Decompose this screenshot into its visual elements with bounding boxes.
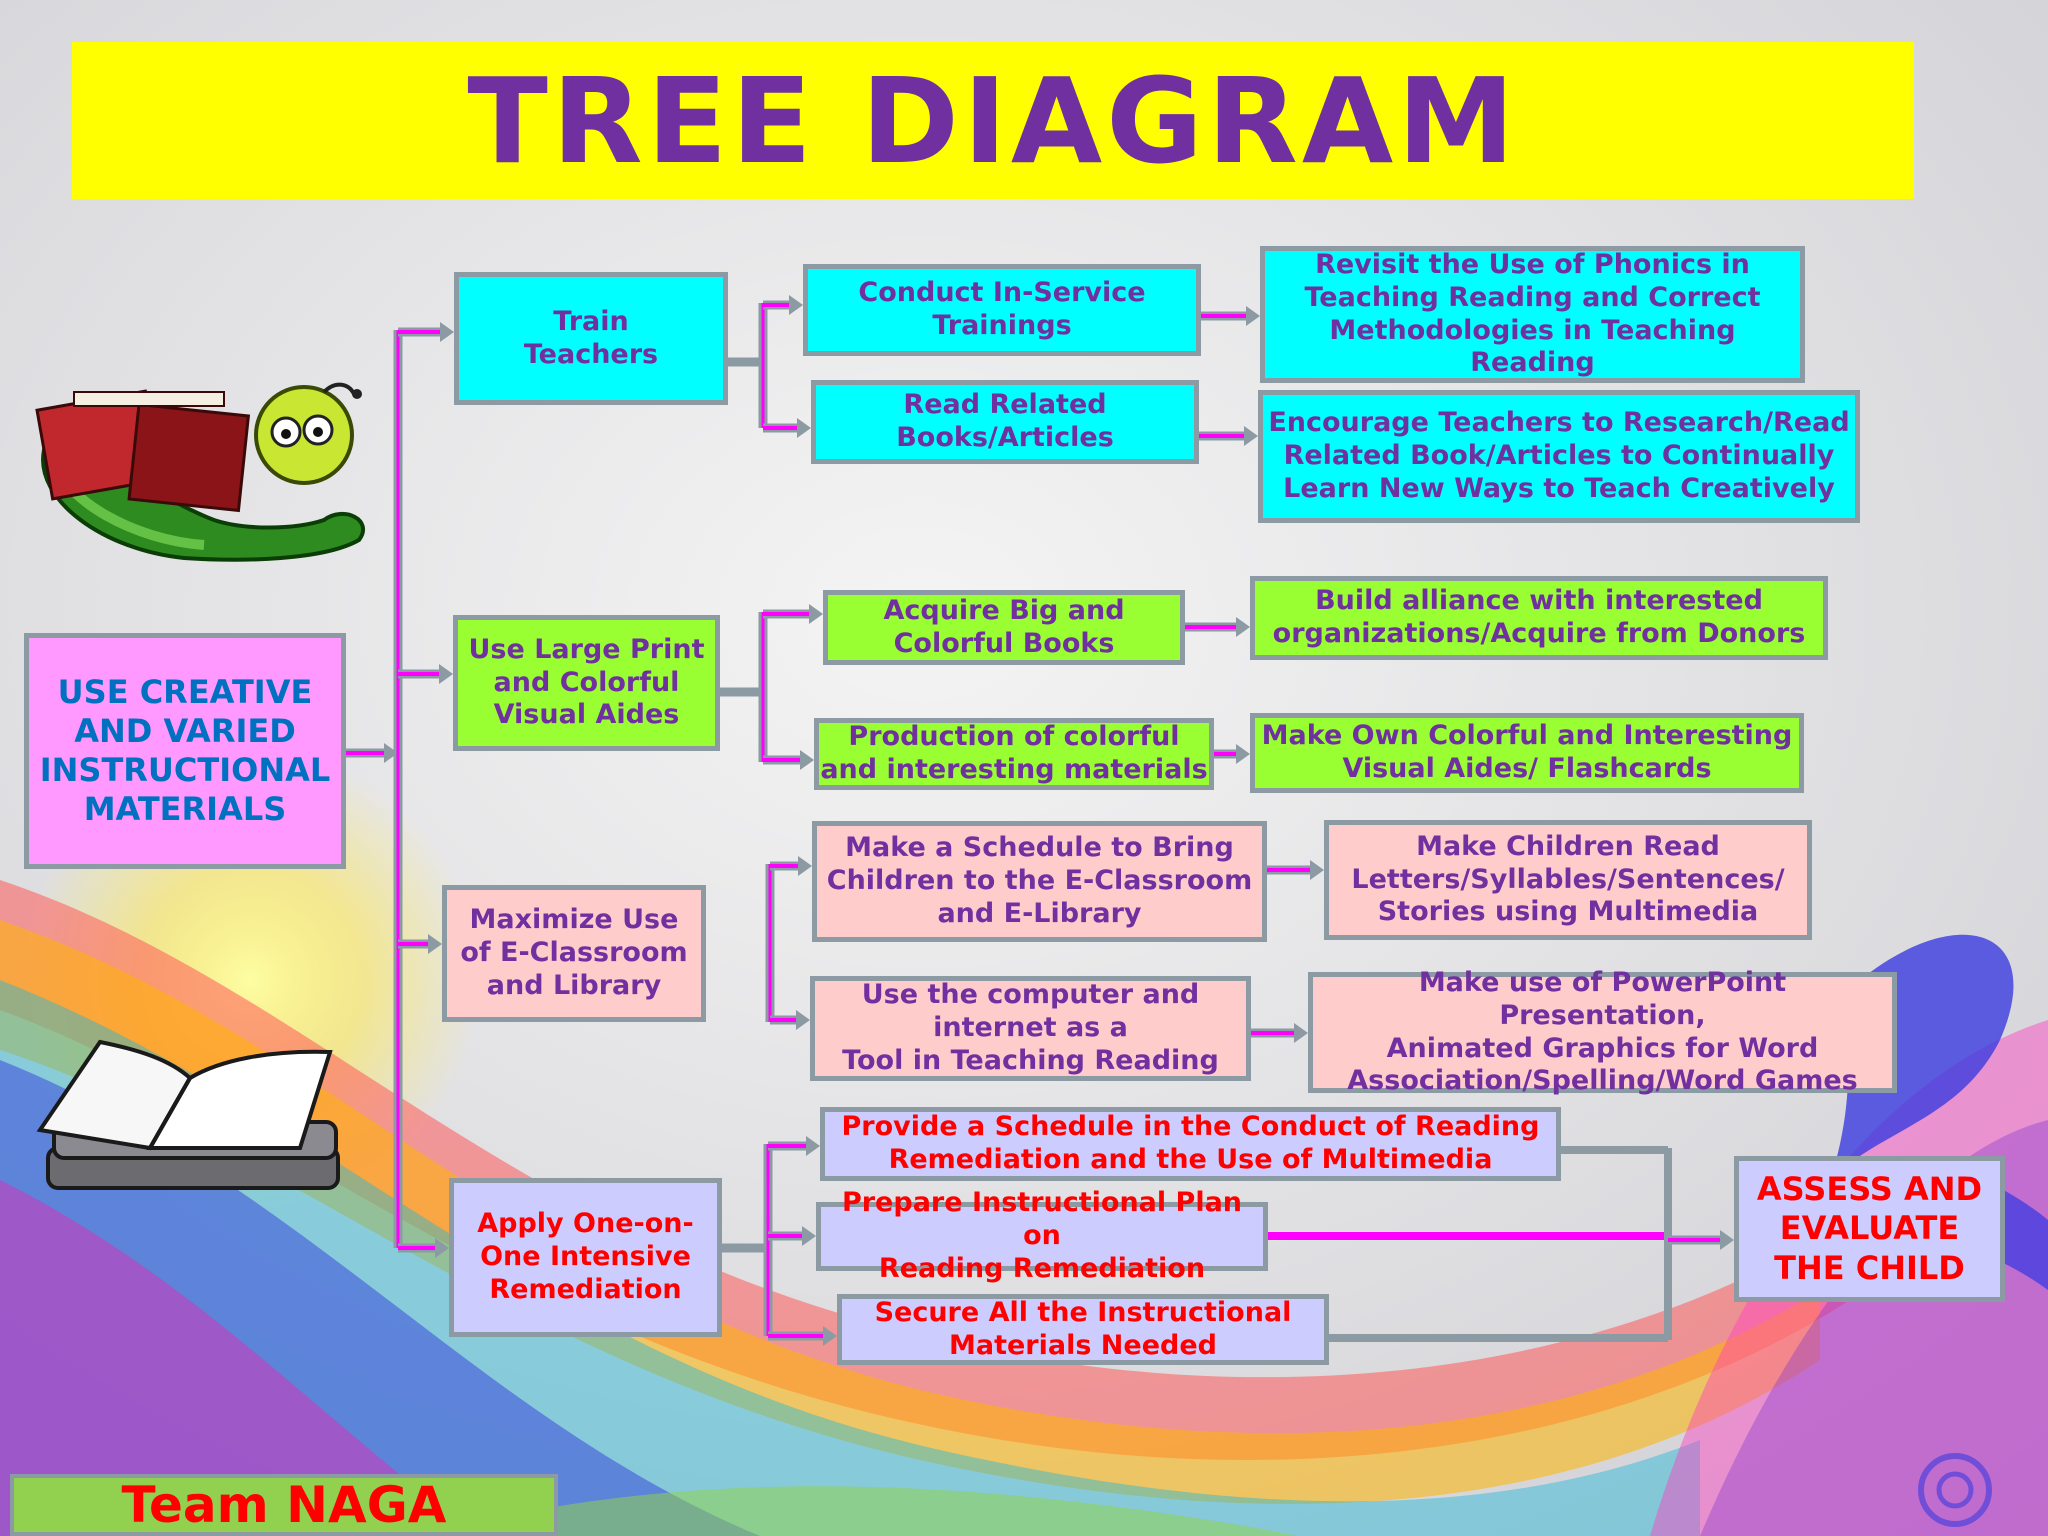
node-in-service: Conduct In-Service Trainings [803, 264, 1201, 356]
assess-evaluate-node: ASSESS AND EVALUATE THE CHILD [1734, 1156, 2005, 1302]
bookworm-reading-icon [35, 382, 366, 562]
title-banner: TREE DIAGRAM [72, 42, 1914, 199]
outcome-own-visual-aides: Make Own Colorful and Interesting Visual… [1250, 713, 1804, 793]
outcome-children-read: Make Children Read Letters/Syllables/Sen… [1324, 820, 1812, 940]
outcome-alliance: Build alliance with interested organizat… [1250, 576, 1828, 660]
branch-large-print: Use Large Print and Colorful Visual Aide… [453, 615, 720, 751]
team-label: Team NAGA [10, 1474, 558, 1536]
outcome-phonics: Revisit the Use of Phonics in Teaching R… [1260, 246, 1805, 383]
outcome-encourage-research: Encourage Teachers to Research/Read Rela… [1258, 390, 1860, 523]
page-title: TREE DIAGRAM [467, 51, 1519, 190]
node-secure-materials: Secure All the Instructional Materials N… [837, 1294, 1329, 1365]
node-prepare-plan: Prepare Instructional Plan on Reading Re… [816, 1187, 1268, 1284]
branch-remediation: Apply One-on- One Intensive Remediation [449, 1178, 722, 1337]
root-node: USE CREATIVE AND VARIED INSTRUCTIONAL MA… [24, 633, 346, 869]
branch-e-classroom: Maximize Use of E-Classroom and Library [442, 885, 706, 1022]
node-read-books: Read Related Books/Articles [811, 380, 1199, 464]
node-production: Production of colorful and interesting m… [814, 718, 1214, 790]
branch-train-teachers: Train Teachers [454, 272, 728, 405]
node-provide-schedule: Provide a Schedule in the Conduct of Rea… [820, 1107, 1561, 1181]
outcome-powerpoint: Make use of PowerPoint Presentation, Ani… [1308, 967, 1897, 1096]
node-schedule-e-classroom: Make a Schedule to Bring Children to the… [812, 821, 1267, 942]
open-book-icon [36, 1039, 340, 1190]
node-computer-internet: Use the computer and internet as a Tool … [810, 976, 1251, 1081]
node-acquire-books: Acquire Big and Colorful Books [823, 590, 1185, 665]
